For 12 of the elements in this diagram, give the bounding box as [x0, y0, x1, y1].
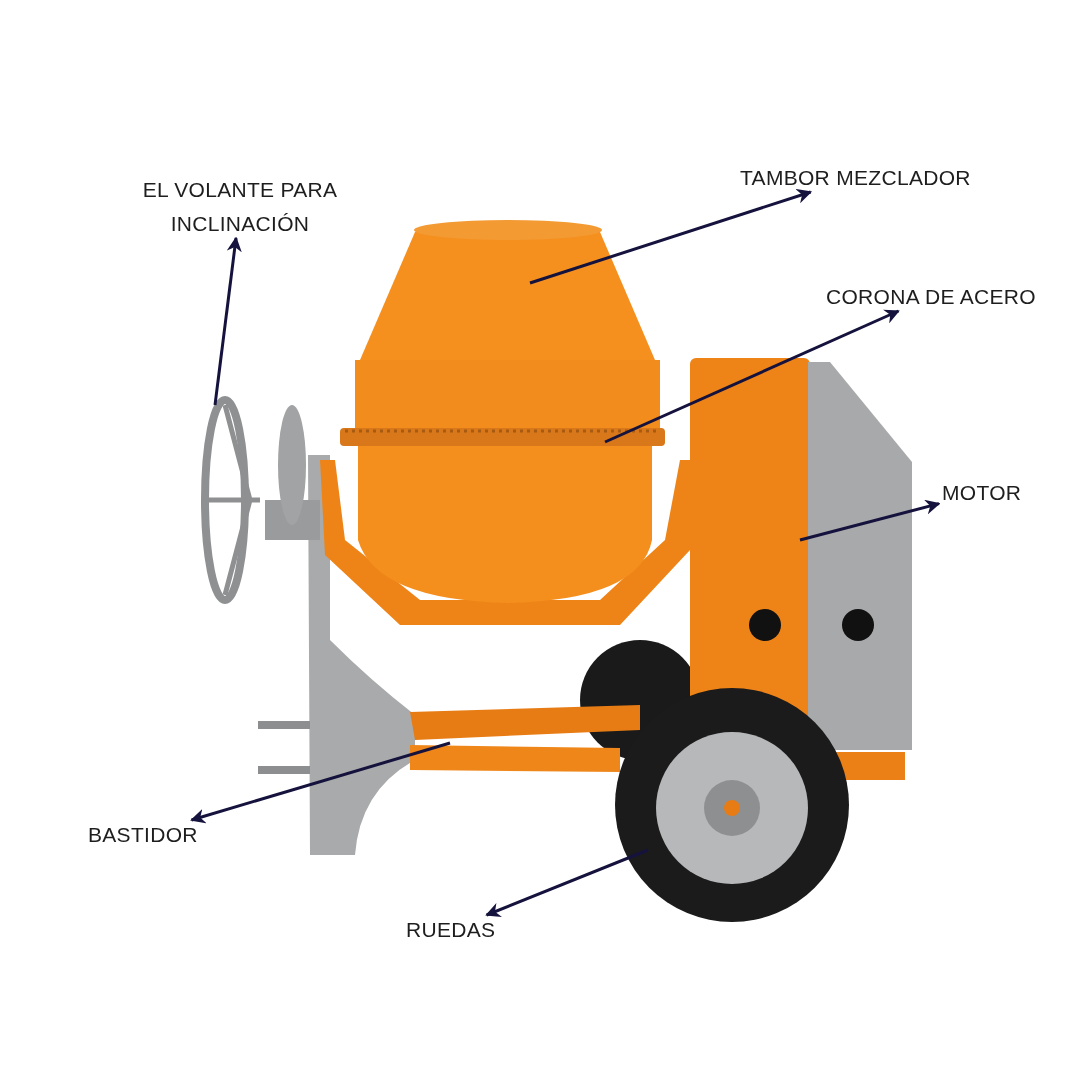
leader-arrow [213, 236, 242, 406]
part-label: TAMBOR MEZCLADOR [740, 165, 972, 191]
leader-arrow [485, 848, 649, 917]
part-label: CORONA DE ACERO [826, 284, 1037, 310]
leader-arrow [604, 309, 900, 444]
part-label: MOTOR [942, 480, 1023, 506]
leader-arrow [190, 741, 451, 824]
part-label: EL VOLANTE PARA INCLINACIÓN [141, 177, 339, 237]
leader-arrow [799, 499, 941, 542]
leader-arrow [529, 189, 813, 285]
part-label: RUEDAS [406, 917, 497, 943]
part-label: BASTIDOR [88, 822, 199, 848]
